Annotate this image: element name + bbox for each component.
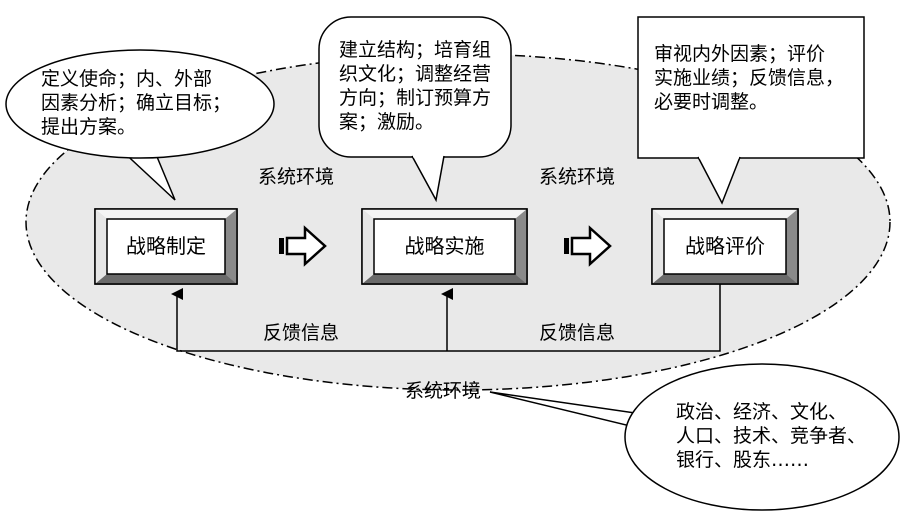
callout-bubble-evaluation (637, 16, 865, 205)
feedback-loop (171, 284, 721, 352)
callout-bubble-implementation (318, 16, 512, 203)
callout-line: 织文化；调整经营 (339, 63, 492, 85)
callout-line: 人口、技术、竞争者、 (676, 425, 867, 447)
callout-line: 提出方案。 (41, 116, 137, 138)
callout-line: 银行、股东…… (676, 449, 810, 471)
callout-line: 审视内外因素；评价 (654, 43, 826, 65)
callout-text-evaluation: 审视内外因素；评价 实施业绩；反馈信息， 必要时调整。 (654, 42, 844, 114)
feedback-label-left: 反馈信息 (263, 322, 340, 344)
stage-box-evaluation (651, 208, 799, 285)
flow-arrow-2 (564, 225, 612, 267)
callout-line: 方向；制订预算方 (339, 87, 492, 109)
stage-box-implementation (361, 208, 528, 285)
callout-line: 定义使命；内、外部 (41, 68, 213, 90)
environment-label-bottom: 系统环境 (405, 380, 482, 402)
stage-label-evaluation: 战略评价 (685, 234, 765, 258)
callout-line: 案；激励。 (339, 111, 435, 133)
callout-text-formulation: 定义使命；内、外部 因素分析；确立目标； 提出方案。 (41, 67, 231, 139)
stage-label-implementation: 战略实施 (404, 234, 485, 258)
callout-bubble-formulation (5, 49, 275, 201)
stage-box-formulation (94, 208, 238, 285)
callout-line: 因素分析；确立目标； (41, 92, 232, 114)
environment-label-left: 系统环境 (258, 166, 335, 188)
callout-line: 政治、经济、文化、 (676, 401, 848, 423)
stage-label-formulation: 战略制定 (126, 234, 206, 258)
callout-text-implementation: 建立结构；培育组 织文化；调整经营 方向；制订预算方 案；激励。 (339, 38, 491, 134)
callout-line: 实施业绩；反馈信息， (654, 67, 845, 89)
flow-arrow-1 (279, 225, 327, 267)
callout-bubble-environment (489, 363, 900, 511)
environment-label-right: 系统环境 (539, 166, 616, 188)
feedback-label-right: 反馈信息 (539, 322, 616, 344)
callout-line: 必要时调整。 (654, 91, 769, 113)
callout-text-environment: 政治、经济、文化、 人口、技术、竞争者、 银行、股东…… (676, 400, 866, 472)
callout-line: 建立结构；培育组 (339, 39, 492, 61)
